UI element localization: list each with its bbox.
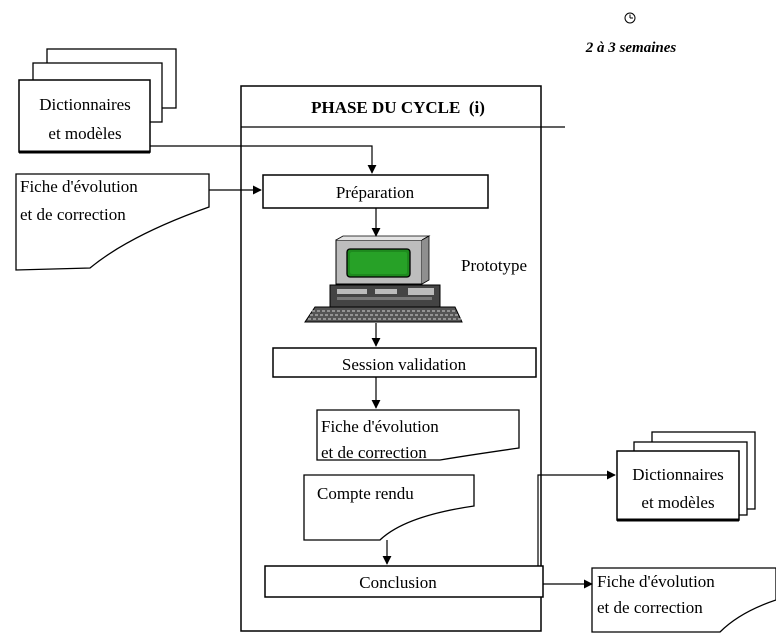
input-dictionaries-line1: Dictionnaires <box>39 95 131 114</box>
session-form-document: Fiche d'évolution et de correction <box>316 409 520 462</box>
report-label: Compte rendu <box>317 484 414 503</box>
session-label: Session validation <box>342 355 467 374</box>
report-document: Compte rendu <box>303 474 475 541</box>
arrow-conclusion-to-dictionaries <box>537 470 616 566</box>
computer-icon <box>304 235 463 323</box>
conclusion-label: Conclusion <box>359 573 437 592</box>
duration-label: 2 à 3 semaines <box>585 40 677 56</box>
output-form-document: Fiche d'évolution et de correction <box>591 567 776 633</box>
output-dictionaries-line1: Dictionnaires <box>632 465 724 484</box>
input-dictionaries-stack: Dictionnaires et modèles <box>18 48 177 154</box>
input-dictionaries-line2: et modèles <box>48 124 121 143</box>
session-form-line1: Fiche d'évolution <box>321 417 439 436</box>
conclusion-box <box>264 565 544 598</box>
preparation-box <box>262 174 489 209</box>
output-form-line2: et de correction <box>597 598 703 617</box>
phase-title: PHASE DU CYCLE (i) <box>311 98 485 117</box>
prototype-label: Prototype <box>461 256 527 275</box>
output-dictionaries-stack: Dictionnaires et modèles <box>616 431 756 522</box>
session-box <box>272 347 537 378</box>
arrow-dictionaries-to-preparation <box>150 145 377 174</box>
output-dictionaries-line2: et modèles <box>641 493 714 512</box>
session-form-line2: et de correction <box>321 443 427 462</box>
clock-icon <box>624 12 636 24</box>
preparation-label: Préparation <box>336 183 415 202</box>
input-form-document: Fiche d'évolution et de correction <box>15 173 210 271</box>
input-form-line1: Fiche d'évolution <box>20 177 138 196</box>
input-form-line2: et de correction <box>20 205 126 224</box>
output-form-line1: Fiche d'évolution <box>597 572 715 591</box>
